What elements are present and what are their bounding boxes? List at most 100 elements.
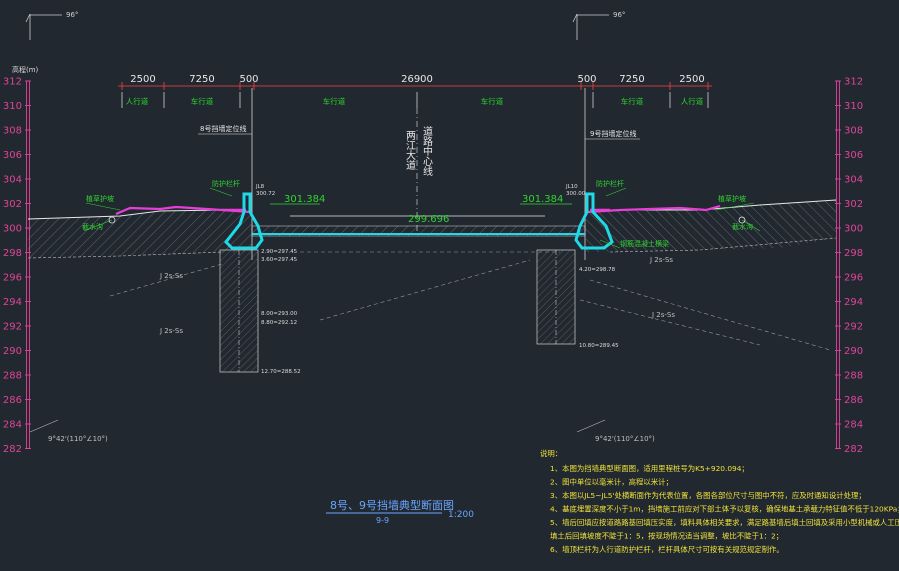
right-elevation-label: 308	[844, 126, 863, 137]
drain-right-label: 截水沟	[732, 222, 753, 231]
wall9-tag-1: JL10	[565, 184, 578, 190]
green-leaders	[83, 187, 761, 249]
beam-label: 钢筋混凝土横梁	[620, 239, 669, 248]
note-item: 6、墙顶栏杆为人行道防护栏杆，栏杆具体尺寸可按有关规范规定制作。	[550, 545, 784, 554]
lane-sidewalk-right: 人行道	[681, 96, 704, 106]
right-elevation-label: 306	[844, 150, 863, 161]
left-elevation-label: 290	[3, 346, 22, 357]
dim-wall-right: 500	[577, 74, 596, 85]
geo-label-2: J 2s-Ss	[159, 327, 183, 335]
drawing-subtitle: 9-9	[376, 516, 389, 525]
right-elevation-label: 310	[844, 101, 863, 112]
notes-list: 1、本图为挡墙典型断面图，适用里程桩号为K5+920.094；2、图中单位以毫米…	[550, 464, 899, 554]
bedding-line-3	[589, 279, 831, 351]
pile-left-mark-4: 8.80=292.12	[261, 320, 297, 326]
rock-line-right	[609, 237, 837, 253]
right-elevation-label: 292	[844, 322, 863, 333]
notes-heading: 说明：	[540, 449, 562, 458]
geo-label-3: J 2s-Ss	[649, 256, 673, 264]
right-elevation-label: 294	[844, 297, 863, 308]
dim-sidewalk-right: 2500	[679, 74, 704, 85]
left-elevation-label: 296	[3, 273, 22, 284]
ground-line-left	[27, 209, 223, 220]
pile-left-mark-5: 12.70=288.52	[261, 369, 301, 375]
lane-road-1: 车行道	[191, 96, 214, 106]
soil-left	[28, 210, 252, 258]
elevation-axis-label: 高程(m)	[12, 65, 39, 74]
drain-left-symbol	[108, 216, 116, 224]
barrier-right-label: 防护栏杆	[596, 179, 624, 188]
north-arrow-right-label: 96°	[613, 11, 625, 19]
lane-road-3: 车行道	[481, 96, 504, 106]
elevation-scale-right: 3123103083063043023002982962942922902882…	[835, 77, 863, 455]
right-elevation-label: 282	[844, 444, 863, 455]
road-centerline-label: 道路中心线	[421, 125, 433, 176]
north-arrow-left-label: 96°	[66, 11, 78, 19]
barrier-left-label: 防护栏杆	[212, 179, 240, 188]
retaining-wall-left	[224, 192, 264, 250]
rock-line-left	[27, 251, 223, 259]
drawing-title: 8号、9号挡墙典型断面图	[330, 498, 454, 512]
pile-left-mark-3: 8.00=293.00	[261, 311, 298, 317]
retaining-wall-right	[574, 192, 614, 250]
dip-right: 9°42'(110°∠10°)	[595, 435, 655, 443]
left-elevation-label: 304	[3, 175, 22, 186]
right-elevation-label: 296	[844, 273, 863, 284]
left-elevation-label: 282	[3, 444, 22, 455]
road-name: 两江大道	[404, 130, 416, 170]
north-arrow-right	[572, 13, 609, 40]
dim-wall-left: 500	[239, 74, 258, 85]
left-elevation-label: 294	[3, 297, 22, 308]
lane-division-row	[121, 92, 709, 108]
pile-left-mark-2: 3.60=297.45	[261, 257, 298, 263]
left-elevation-label: 310	[3, 101, 22, 112]
right-elevation-label: 304	[844, 175, 863, 186]
wall8-tag-1: JL8	[255, 184, 265, 190]
dim-sidewalk-left: 2500	[130, 74, 155, 85]
north-arrow-left	[25, 13, 62, 40]
right-elevation-label: 302	[844, 199, 863, 210]
right-scale-bar	[836, 80, 840, 449]
left-scale-bar	[26, 80, 30, 449]
soil-right	[585, 200, 836, 252]
left-elevation-label: 300	[3, 224, 22, 235]
note-item: 4、基底埋置深度不小于1m，挡墙施工前应对下部土体予以复核，确保地基土承载力特征…	[550, 505, 899, 514]
geo-label-1: J 2s-Ss	[159, 272, 183, 280]
lane-sidewalk-left: 人行道	[126, 96, 149, 106]
bedding-line-1	[109, 263, 223, 297]
left-elevation-label: 288	[3, 371, 22, 382]
dip-right-line	[576, 419, 606, 433]
pile-left-mark-1: 2.90=297.45	[261, 249, 298, 255]
left-elevation-label: 312	[3, 77, 22, 88]
right-elevation-label: 286	[844, 395, 863, 406]
slope-right-label: 植草护坡	[718, 194, 746, 203]
right-elevation-label: 312	[844, 77, 863, 88]
pile-right-mark-2: 10.80=289.45	[579, 343, 619, 349]
left-elevation-label: 284	[3, 420, 22, 431]
lane-road-4: 车行道	[621, 96, 644, 106]
left-elevation-label: 308	[3, 126, 22, 137]
right-elevation-label: 288	[844, 371, 863, 382]
right-elevation-label: 290	[844, 346, 863, 357]
level-left: 301.384	[284, 194, 325, 205]
wall8-location-label: 8号挡墙定位线	[200, 124, 246, 133]
left-elevation-label: 292	[3, 322, 22, 333]
drawing-scale: 1:200	[448, 510, 474, 520]
left-elevation-label: 302	[3, 199, 22, 210]
dim-lane-left: 7250	[189, 74, 214, 85]
left-elevation-label: 286	[3, 395, 22, 406]
elevation-scale-left: 3123103083063043023002982962942922902882…	[3, 77, 31, 455]
wall8-tag-2: 300.72	[256, 191, 275, 197]
dim-center: 26900	[401, 74, 433, 85]
note-item: 填土后回填坡度不陡于1：5，按现场情况适当调整，坡比不陡于1：2；	[550, 532, 783, 541]
wall9-location-label: 9号挡墙定位线	[590, 129, 636, 138]
note-item: 2、图中单位以毫米计，高程以米计；	[550, 478, 673, 487]
geo-label-4: J 2s-Ss	[651, 311, 675, 319]
right-elevation-label: 300	[844, 224, 863, 235]
note-item: 3、本图以JL5~JL5'处横断面作为代表位置，各图各部位尺寸与图中不符，应及时…	[550, 491, 866, 500]
right-elevation-label: 284	[844, 420, 863, 431]
drain-left-label: 截水沟	[82, 222, 103, 231]
left-elevation-label: 306	[3, 150, 22, 161]
drain-right-symbol	[738, 216, 746, 224]
